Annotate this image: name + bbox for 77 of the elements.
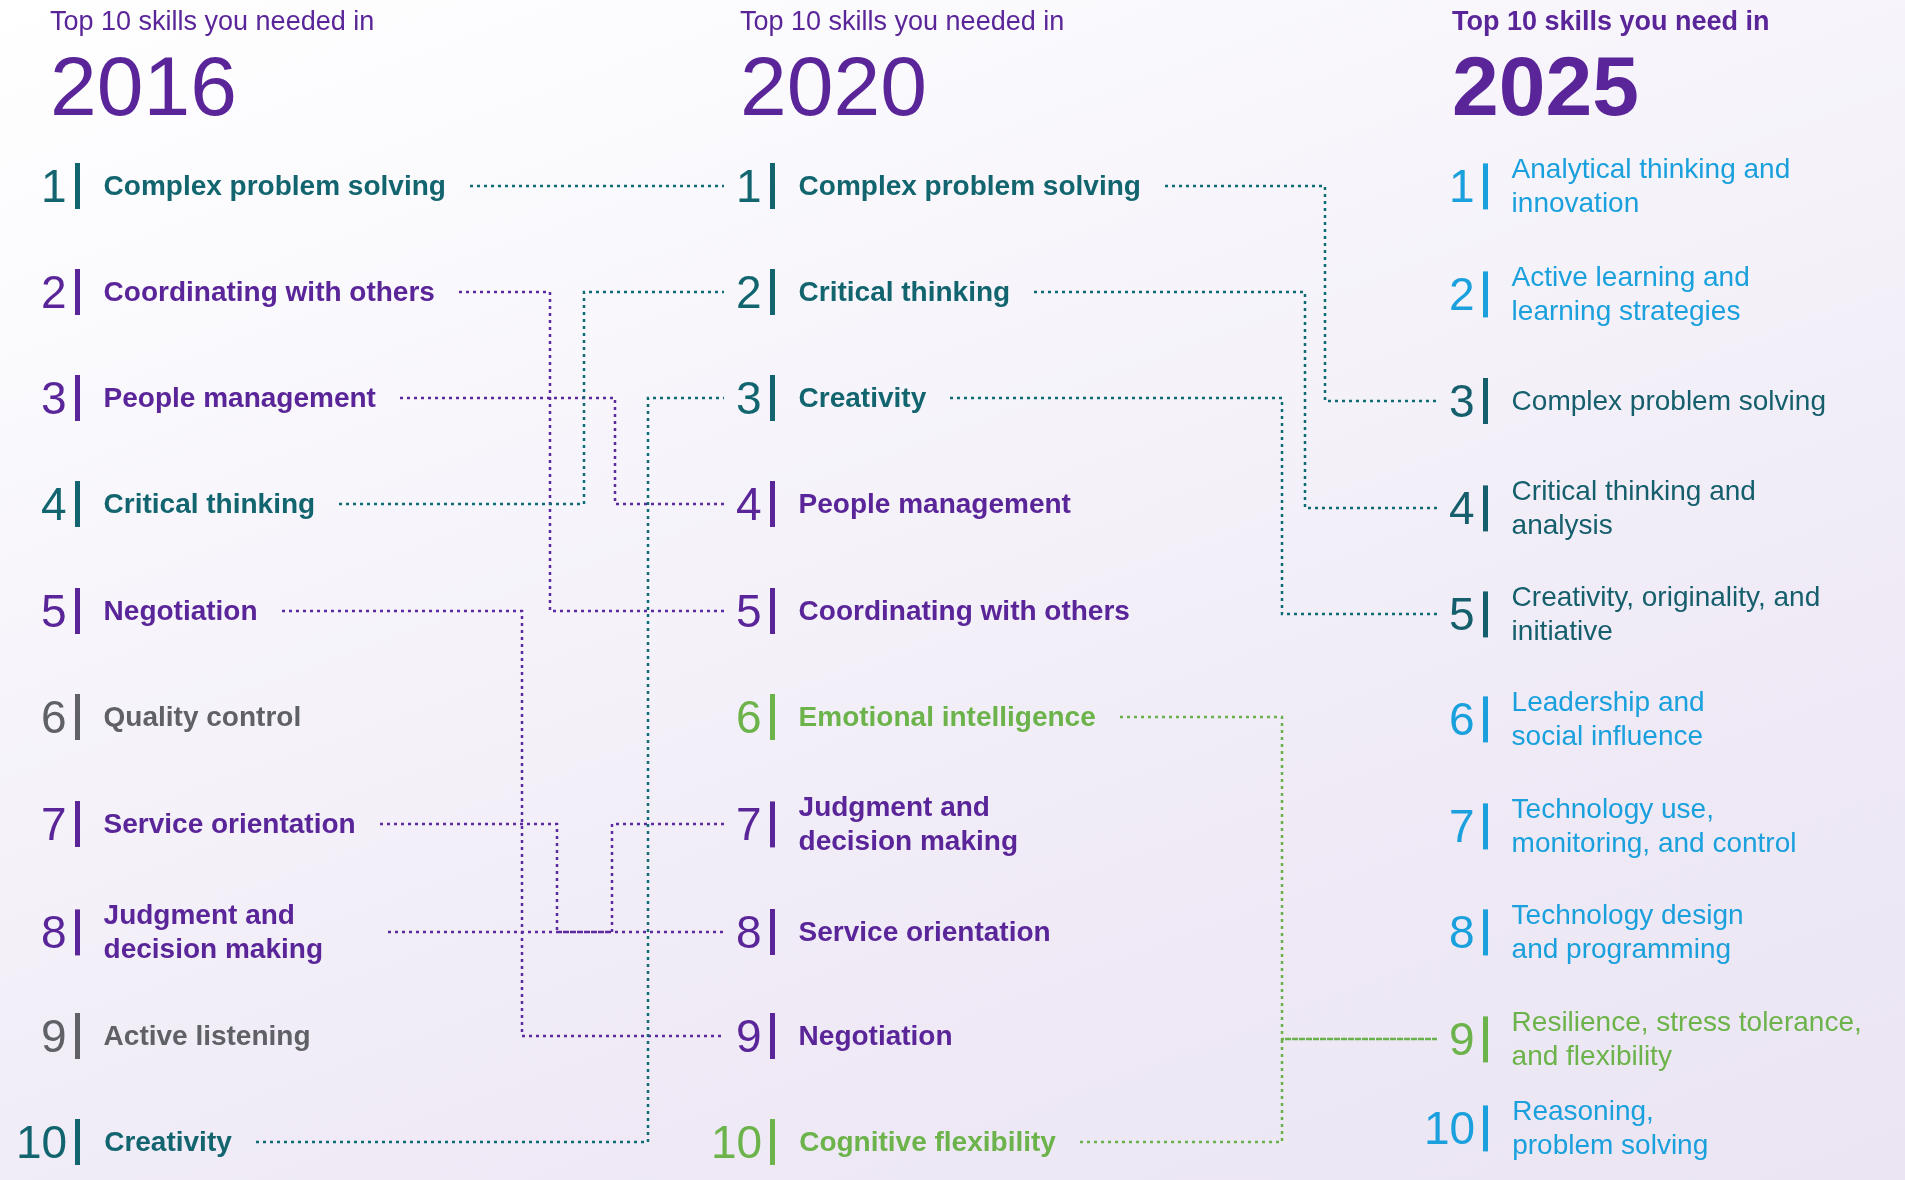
skill-name: Critical thinking [798,275,1011,309]
dotted-connector [470,184,724,188]
rank-number: 1 [736,163,775,209]
dotted-connector [1034,290,1437,510]
rank-number: 4 [736,481,775,527]
dotted-connector [256,396,724,1144]
rank-number: 7 [41,801,80,847]
skill-name: Critical thinking [103,487,316,521]
rank-number: 9 [736,1013,775,1059]
skill-name: Active learning and learning strategies [1511,260,1751,328]
rank-number: 2 [1449,271,1488,317]
column-heading: Top 10 skills you needed in [50,8,375,35]
skill-name: Creativity [798,381,927,415]
rank-number: 8 [736,909,775,955]
year-heading: 2016 [50,44,237,128]
skill-name: Quality control [103,700,302,734]
skill-name: Analytical thinking and innovation [1511,152,1792,220]
skill-name: Complex problem solving [798,169,1141,203]
rank-number: 7 [736,801,775,847]
dotted-connector [950,396,1437,616]
rank-number: 7 [1449,803,1488,849]
skill-name: Reasoning, problem solving [1512,1094,1710,1162]
rank-number: 3 [1449,378,1488,424]
rank-number: 3 [736,375,775,421]
dotted-connector [339,290,724,506]
skill-name: Active listening [103,1019,311,1053]
rank-number: 8 [1449,909,1488,955]
dotted-connector [1080,1037,1437,1144]
skill-name: Coordinating with others [103,275,435,309]
skill-name: Judgment and decision making [103,898,324,966]
year-heading: 2020 [740,44,927,128]
rank-number: 5 [736,588,775,634]
skill-name: Complex problem solving [103,169,446,203]
rank-number: 10 [1424,1105,1489,1151]
rank-number: 9 [1449,1016,1488,1062]
rank-number: 10 [16,1119,81,1165]
rank-number: 1 [1449,163,1488,209]
skill-name: Service orientation [103,807,356,841]
skill-name: Leadership and social influence [1511,685,1706,753]
skill-name: Negotiation [798,1019,953,1053]
skill-name: Creativity [104,1125,232,1159]
rank-number: 8 [41,909,80,955]
rank-number: 10 [711,1119,776,1165]
skill-name: Emotional intelligence [798,700,1096,734]
rank-number: 5 [1449,591,1488,637]
rank-number: 6 [1449,696,1488,742]
skill-name: Negotiation [103,594,258,628]
rank-number: 4 [41,481,80,527]
rank-number: 2 [736,269,775,315]
year-heading: 2025 [1452,44,1639,128]
skill-name: Cognitive flexibility [799,1125,1056,1159]
skill-name: People management [103,381,376,415]
rank-number: 4 [1449,485,1488,531]
dotted-connector [1120,715,1437,1041]
skill-name: Complex problem solving [1511,384,1827,418]
rank-number: 3 [41,375,80,421]
skill-name: Resilience, stress tolerance, and flexibility [1511,1005,1863,1073]
skill-name: Technology use, monitoring, and control [1511,792,1798,860]
skill-name: Service orientation [798,915,1051,949]
column-heading: Top 10 skills you need in [1452,8,1770,35]
rank-number: 6 [41,694,80,740]
dotted-connector [459,290,724,613]
skill-name: Coordinating with others [798,594,1130,628]
dotted-connector [400,396,724,506]
column-heading: Top 10 skills you needed in [740,8,1065,35]
dotted-connector [282,609,724,1038]
rank-number: 6 [736,694,775,740]
rank-number: 1 [41,163,80,209]
dotted-connector [1165,184,1437,403]
rank-number: 2 [41,269,80,315]
skill-name: Judgment and decision making [798,790,1019,858]
rank-number: 5 [41,588,80,634]
skill-name: Technology design and programming [1511,898,1745,966]
skill-name: Creativity, originality, and initiative [1511,580,1822,648]
skill-name: Critical thinking and analysis [1511,474,1757,542]
rank-number: 9 [41,1013,80,1059]
skill-name: People management [798,487,1071,521]
